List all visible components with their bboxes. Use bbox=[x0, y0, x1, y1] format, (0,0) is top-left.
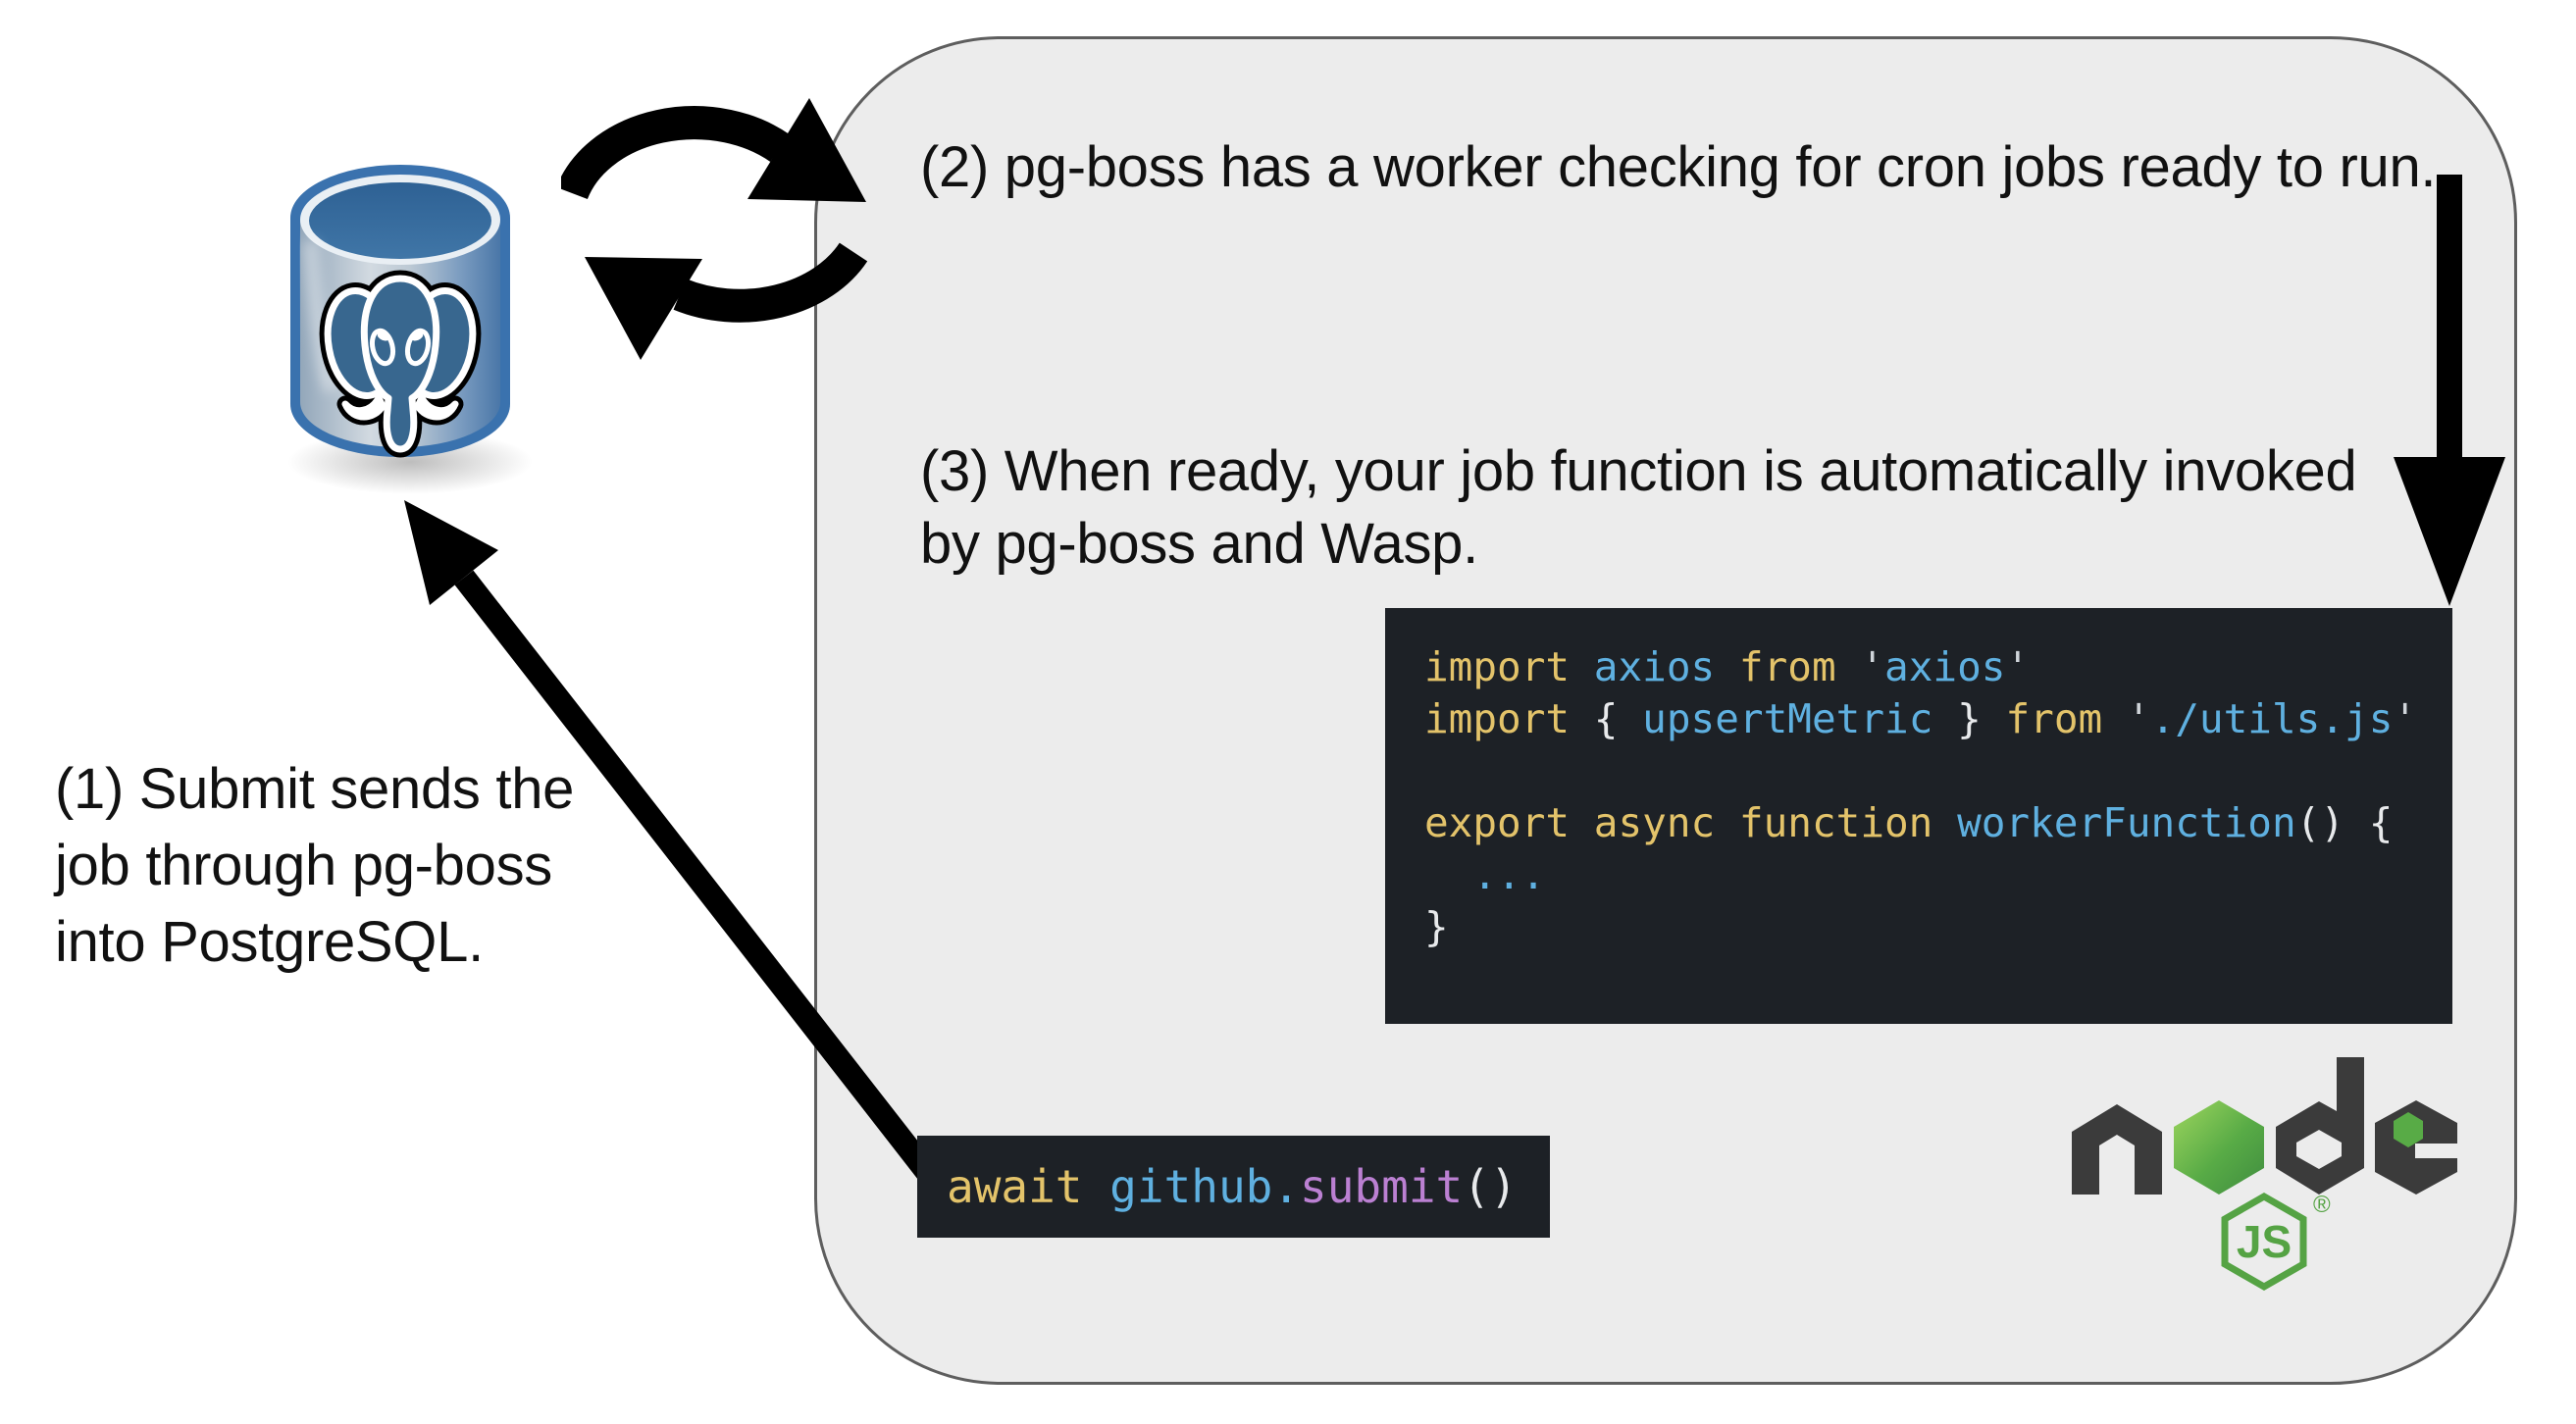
node-js-hexagon bbox=[2221, 1192, 2307, 1292]
arrow-down-icon bbox=[2394, 175, 2505, 606]
node-letter-n bbox=[2072, 1104, 2162, 1195]
node-letter-d bbox=[2276, 1057, 2364, 1195]
sync-cycle-icon bbox=[561, 98, 868, 360]
submit-code-snippet: await github.submit() bbox=[917, 1136, 1550, 1238]
elephant-eyes bbox=[369, 328, 432, 367]
registered-mark: ® bbox=[2313, 1192, 2331, 1218]
nodejs-logo: JS ® bbox=[2072, 1057, 2464, 1292]
worker-code-block: import axios from 'axios'import { upsert… bbox=[1385, 608, 2452, 1024]
step-1-label: (1) Submit sends the job through pg-boss… bbox=[55, 757, 575, 974]
postgres-database-icon bbox=[290, 165, 510, 458]
step-3-label: (3) When ready, your job function is aut… bbox=[920, 439, 2357, 576]
arrow-diagonal-icon bbox=[404, 500, 937, 1180]
node-hexagon-o bbox=[2174, 1100, 2264, 1195]
step-2-label: (2) pg-boss has a worker checking for cr… bbox=[920, 135, 2437, 199]
node-js-label: JS bbox=[2237, 1216, 2292, 1267]
